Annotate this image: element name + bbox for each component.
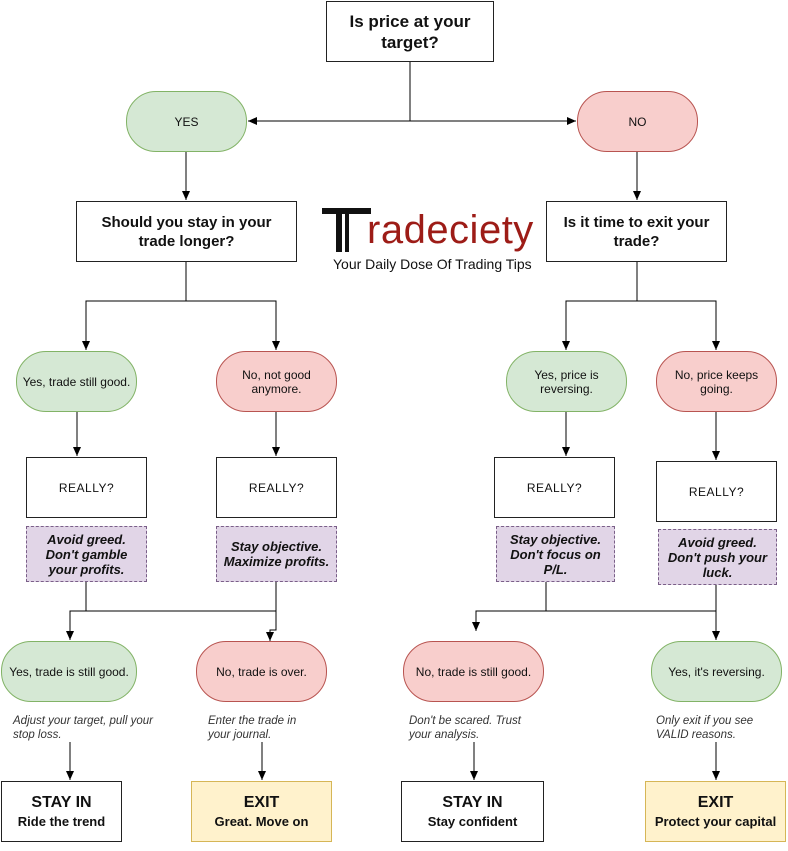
final-action: EXIT — [243, 793, 280, 811]
root-question: Is price at your target? — [326, 1, 494, 62]
no-trade-is-still-good: No, trade is still good. — [403, 641, 544, 702]
note-stay-objective-pl: Stay objective. Don't focus on P/L. — [496, 526, 615, 582]
really-box-1: REALLY? — [26, 457, 147, 518]
final-action: STAY IN — [31, 793, 92, 811]
yes-node: YES — [126, 91, 247, 152]
note-avoid-greed-gamble: Avoid greed. Don't gamble your profits. — [26, 526, 147, 582]
yes-price-reversing: Yes, price is reversing. — [506, 351, 627, 412]
final-detail: Stay confident — [427, 813, 518, 829]
no-trade-is-over: No, trade is over. — [196, 641, 327, 702]
caption-valid-reasons: Only exit if you see VALID reasons. — [656, 715, 754, 741]
really-box-4: REALLY? — [656, 461, 777, 522]
exit-trade-question: Is it time to exit your trade? — [546, 201, 727, 262]
final-stay-in-ride-trend: STAY IN Ride the trend — [1, 781, 122, 842]
no-price-keeps-going: No, price keeps going. — [656, 351, 777, 412]
yes-trade-still-good: Yes, trade still good. — [16, 351, 137, 412]
final-exit-move-on: EXIT Great. Move on — [191, 781, 332, 842]
final-detail: Ride the trend — [17, 813, 106, 829]
final-action: STAY IN — [442, 793, 503, 811]
final-detail: Great. Move on — [214, 813, 309, 829]
final-exit-protect-capital: EXIT Protect your capital — [645, 781, 786, 842]
note-avoid-greed-luck: Avoid greed. Don't push your luck. — [658, 529, 777, 585]
really-box-3: REALLY? — [494, 457, 615, 518]
logo-name: radeciety — [367, 208, 534, 252]
really-box-2: REALLY? — [216, 457, 337, 518]
no-not-good-anymore: No, not good anymore. — [216, 351, 337, 412]
caption-dont-be-scared: Don't be scared. Trust your analysis. — [409, 715, 521, 741]
caption-journal: Enter the trade in your journal. — [208, 715, 297, 741]
yes-trade-is-still-good: Yes, trade is still good. — [1, 641, 137, 702]
caption-adjust-target: Adjust your target, pull your stop loss. — [13, 715, 153, 741]
final-stay-in-confident: STAY IN Stay confident — [401, 781, 544, 842]
yes-its-reversing: Yes, it's reversing. — [651, 641, 782, 702]
final-detail: Protect your capital — [654, 813, 777, 829]
note-stay-objective-maximize: Stay objective. Maximize profits. — [216, 526, 337, 582]
tradeciety-logo: radeciety Your Daily Dose Of Trading Tip… — [322, 204, 534, 276]
no-node: NO — [577, 91, 698, 152]
logo-tagline: Your Daily Dose Of Trading Tips — [333, 256, 532, 272]
stay-longer-question: Should you stay in your trade longer? — [76, 201, 297, 262]
final-action: EXIT — [697, 793, 734, 811]
logo-t-icon — [322, 208, 371, 252]
